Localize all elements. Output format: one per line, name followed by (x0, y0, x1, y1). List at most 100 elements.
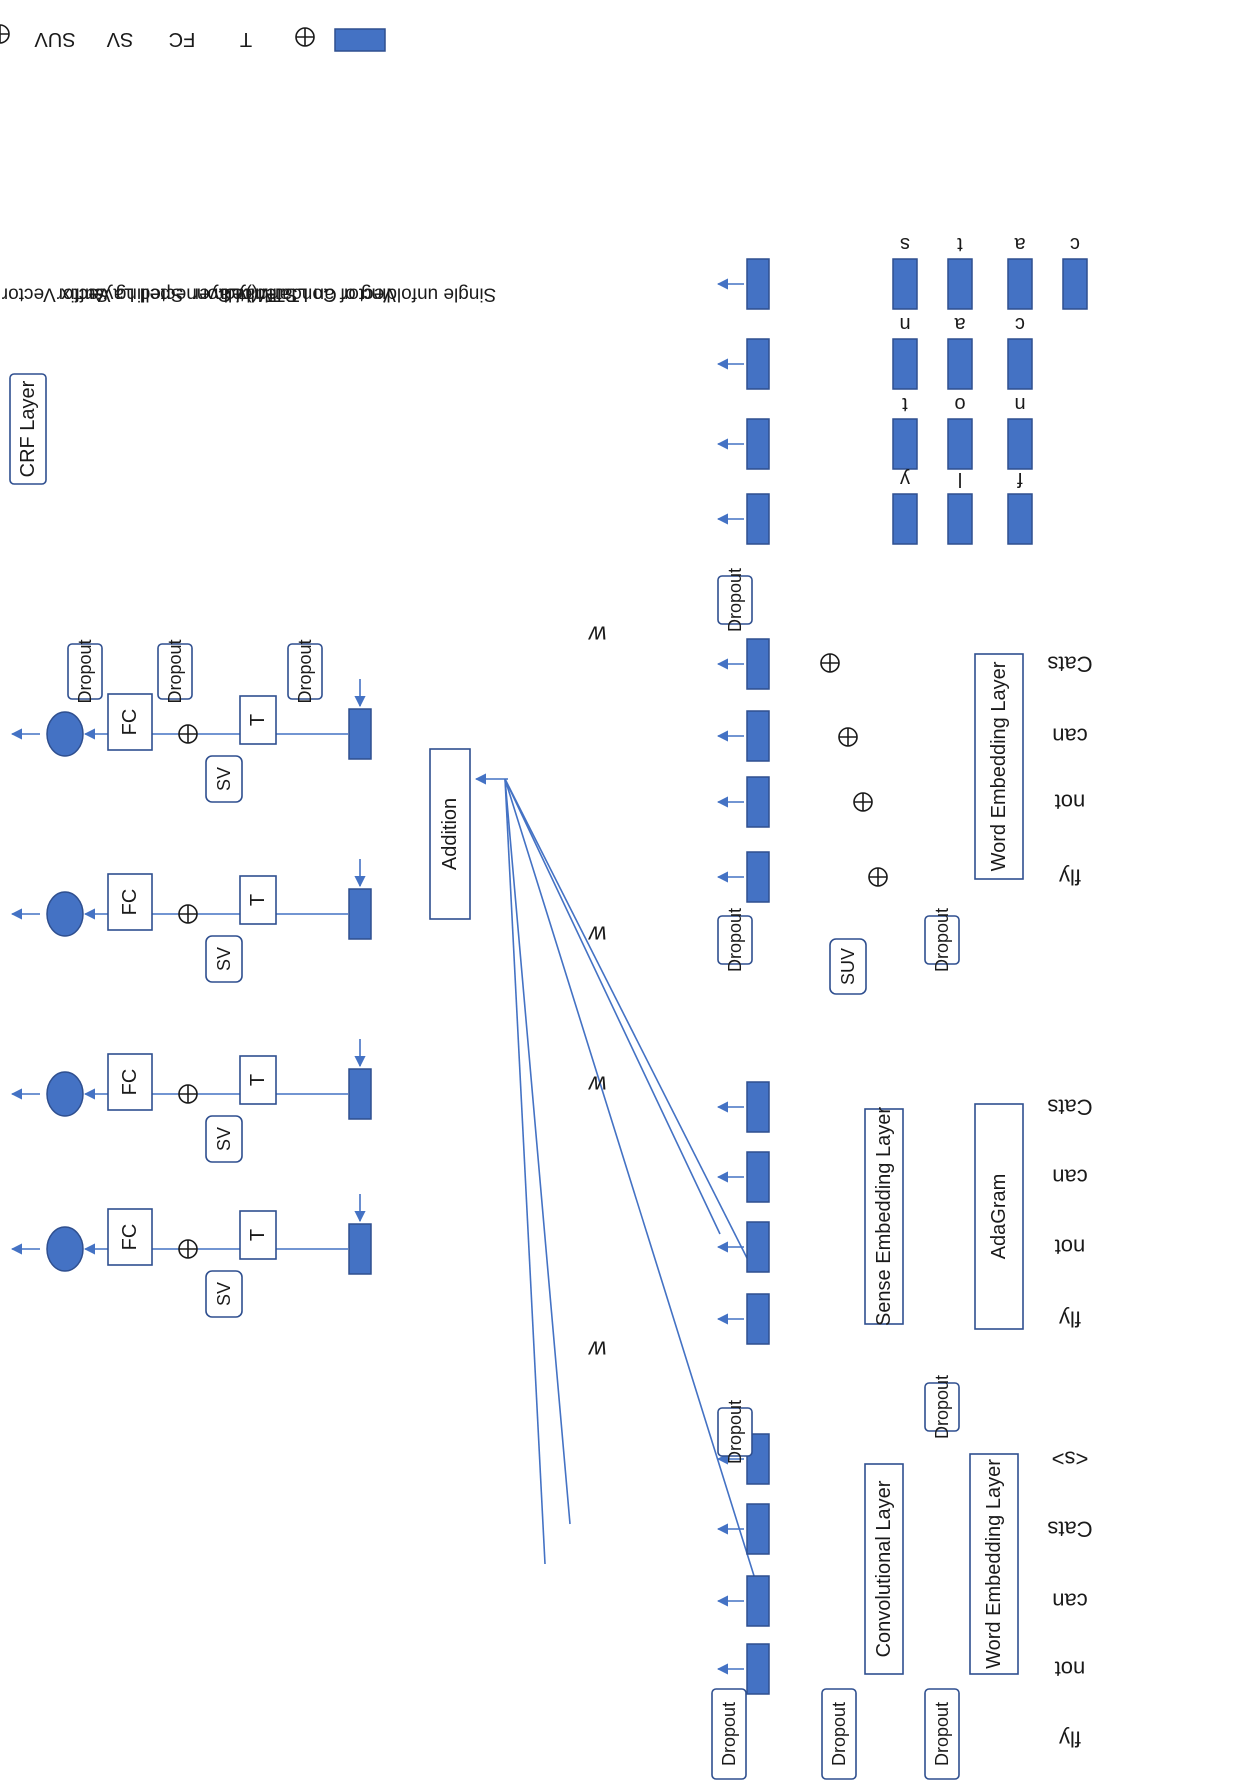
tanh-box-label: T (247, 1074, 269, 1086)
sense-branch-word-3: fly (1059, 1307, 1081, 1332)
crf-layer-box (9, 373, 47, 485)
conv-branch-word-2: can (1052, 1589, 1087, 1614)
conv-dropout-top-label: Dropout (719, 1702, 739, 1766)
fc-box (107, 693, 153, 751)
fc-box-label: FC (119, 1224, 141, 1251)
top-dropout-1 (67, 643, 103, 700)
sv-box-label: SV (214, 1127, 234, 1151)
top-dropout-3 (287, 643, 323, 700)
char-label-1-0: t (957, 233, 963, 255)
crf-node (46, 711, 84, 757)
sense-layer-box-label: Sense Embedding Layer (873, 1107, 895, 1326)
sense-dropout-top-label: Dropout (725, 1400, 745, 1464)
fc-box (107, 1053, 153, 1111)
sense-lstm-cell (746, 1081, 770, 1133)
connector-lines (10, 278, 756, 1675)
top-lstm-cell (348, 1223, 372, 1275)
word-dropout-top (717, 915, 753, 965)
legend-meaning-2: Fully Connected Layer (86, 284, 277, 305)
fc-box-label: FC (119, 1069, 141, 1096)
conv-lstm-cell (746, 1575, 770, 1627)
char-cell (1007, 493, 1033, 545)
fc-box (107, 1208, 153, 1266)
w4-extra (504, 778, 751, 1265)
char-dropout (717, 575, 753, 625)
word-branch-word-1: can (1052, 724, 1087, 749)
conv-dropout-mid-label: Dropout (829, 1702, 849, 1766)
legend-lstm-cell (334, 28, 386, 52)
sense-dropout-top (717, 1407, 753, 1457)
char-cell (947, 493, 973, 545)
char-cell (892, 338, 918, 390)
word-branch-word-0: Cats (1047, 652, 1092, 677)
char-label-2-0: a (1014, 233, 1026, 255)
legend-meaning-4: Vector Concatenation (214, 284, 396, 305)
word-lstm-cell (746, 851, 770, 903)
char-label-3-0: c (1070, 233, 1080, 255)
w4-line (504, 778, 721, 1235)
tanh-box (239, 1210, 277, 1260)
char-cell (947, 258, 973, 310)
char-lstm-cell (746, 338, 770, 390)
top-lstm-cell (348, 888, 372, 940)
conv-branch-word-1: Cats (1047, 1517, 1092, 1542)
conv-dropout-mid (821, 1688, 857, 1780)
w3-line (504, 778, 756, 1580)
conv-lstm-cell (746, 1643, 770, 1695)
char-cell (1007, 258, 1033, 310)
sense-lstm-cell (746, 1221, 770, 1273)
char-cell (1007, 338, 1033, 390)
w2-line (504, 778, 546, 1565)
sense-branch-word-0: Cats (1047, 1095, 1092, 1120)
char-label-2-2: n (1014, 393, 1025, 415)
char-lstm-cell (746, 493, 770, 545)
tanh-box (239, 1055, 277, 1105)
word-dropout-bottom-label: Dropout (932, 908, 952, 972)
conv-branch-word-3: not (1055, 1657, 1086, 1682)
char-cell (947, 338, 973, 390)
char-label-0-0: s (900, 233, 910, 255)
top-lstm-cell (348, 708, 372, 760)
sv-box (205, 935, 243, 983)
sense-lstm-cell (746, 1151, 770, 1203)
char-cell (892, 258, 918, 310)
char-label-2-1: c (1015, 313, 1025, 335)
sv-box-label: SV (214, 1282, 234, 1306)
adagram-box (974, 1103, 1024, 1330)
legend-meaning-3: Tanh() Layer (192, 284, 299, 305)
sv-box-label: SV (214, 947, 234, 971)
tanh-box (239, 875, 277, 925)
fc-box-label: FC (119, 709, 141, 736)
conv-layer-box (864, 1463, 904, 1675)
char-label-1-1: a (954, 313, 966, 335)
sense-layer-box (864, 1108, 904, 1325)
crf-node (46, 1226, 84, 1272)
legend-symbol-3: T (240, 28, 252, 50)
suv-box-label: SUV (838, 948, 858, 985)
tanh-box (239, 695, 277, 745)
word-dropout-bottom (924, 915, 960, 965)
weight-w4: w (588, 1336, 607, 1363)
sv-box (205, 755, 243, 803)
fc-box (107, 873, 153, 931)
top-dropout-1-label: Dropout (75, 639, 95, 703)
legend-meaning-1: Spelling Vector (56, 284, 183, 305)
w1-line (504, 778, 571, 1525)
word-branch-word-3: fly (1059, 865, 1081, 890)
tanh-box-label: T (247, 894, 269, 906)
sense-lstm-cell (746, 1293, 770, 1345)
top-dropout-3-label: Dropout (295, 639, 315, 703)
tanh-box-label: T (247, 1229, 269, 1241)
sv-box (205, 1270, 243, 1318)
conv-dropout-bottom-label: Dropout (932, 1702, 952, 1766)
char-cell (892, 493, 918, 545)
char-dropout-label: Dropout (725, 568, 745, 632)
conv-embedding-box-label: Word Embedding Layer (983, 1459, 1005, 1669)
word-dropout-top-label: Dropout (725, 908, 745, 972)
conv-dropout-bottom (924, 1688, 960, 1780)
top-dropout-2 (157, 643, 193, 700)
char-label-0-2: t (902, 393, 908, 415)
conv-branch-word-0: <s> (1052, 1447, 1089, 1472)
